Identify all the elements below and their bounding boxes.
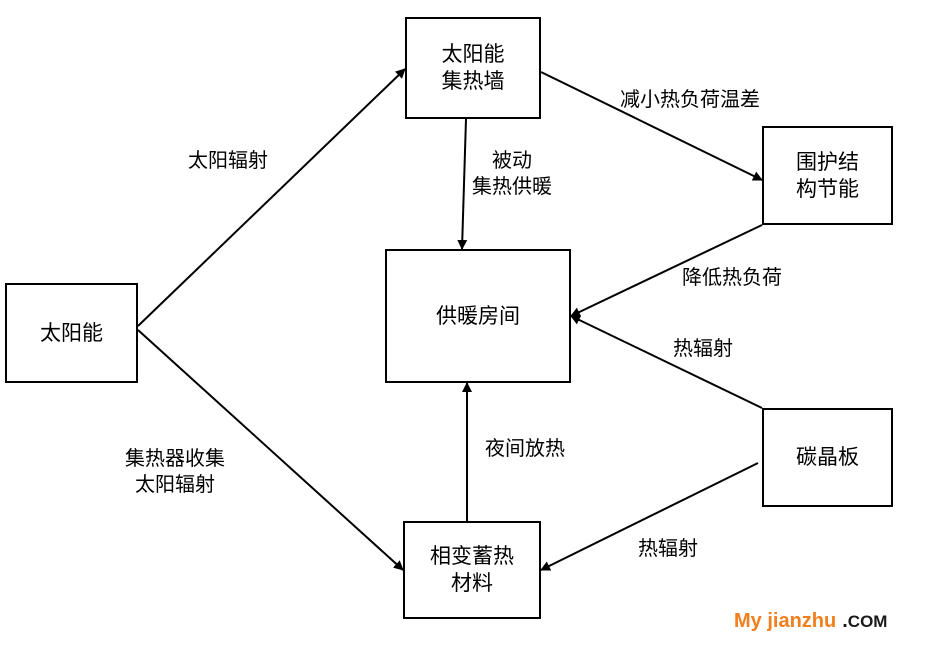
node-heated-room-label: 供暖房间 — [436, 303, 520, 328]
node-envelope-energy-saving: 围护结 构节能 — [762, 126, 893, 225]
label-lower-heat-load: 降低热负荷 — [682, 265, 782, 289]
arrow-envelope-to-room — [570, 224, 763, 317]
label-collector-radiation: 集热器收集 太阳辐射 — [125, 445, 225, 497]
node-solar-collector-wall-line1: 太阳能 — [441, 42, 505, 66]
watermark: My jianzhu.COM — [734, 610, 887, 633]
node-carbon-crystal-panel: 碳晶板 — [762, 408, 893, 507]
label-thermal-radiation-pcm: 热辐射 — [638, 536, 698, 560]
node-solar-collector-wall-line2: 集热墙 — [441, 69, 505, 93]
arrow-carbon-to-pcm — [540, 462, 759, 571]
label-night-release: 夜间放热 — [485, 436, 565, 460]
label-passive-heating: 被动 集热供暖 — [472, 147, 552, 199]
node-heated-room: 供暖房间 — [385, 249, 571, 383]
arrow-solar-to-pcm — [137, 329, 404, 571]
node-envelope-line2: 构节能 — [796, 176, 859, 201]
node-carbon-crystal-panel-label: 碳晶板 — [796, 445, 859, 469]
arrow-solar-to-wall — [137, 68, 406, 327]
label-thermal-radiation-room: 热辐射 — [673, 336, 733, 360]
arrow-wall-to-room — [457, 118, 468, 250]
label-passive-heating-line2: 集热供暖 — [472, 174, 552, 198]
node-phase-change-material: 相变蓄热 材料 — [403, 521, 541, 619]
watermark-tld: COM — [847, 612, 888, 631]
label-solar-radiation: 太阳辐射 — [188, 148, 268, 172]
watermark-brand: My jianzhu — [734, 610, 837, 632]
label-passive-heating-line1: 被动 — [492, 148, 532, 172]
node-envelope-line1: 围护结 — [796, 149, 859, 174]
node-solar-collector-wall: 太阳能 集热墙 — [405, 17, 541, 119]
node-pcm-line2: 材料 — [451, 571, 493, 595]
label-reduce-temp-diff: 减小热负荷温差 — [620, 87, 760, 111]
node-pcm-line1: 相变蓄热 — [430, 544, 514, 568]
label-collector-radiation-line2: 太阳辐射 — [135, 472, 215, 496]
label-collector-radiation-line1: 集热器收集 — [125, 446, 225, 470]
arrow-wall-to-envelope — [540, 71, 763, 181]
node-solar-energy: 太阳能 — [5, 283, 138, 383]
node-solar-energy-label: 太阳能 — [40, 320, 103, 345]
arrow-carbon-to-room — [570, 315, 763, 409]
watermark-dot: . — [842, 610, 848, 632]
